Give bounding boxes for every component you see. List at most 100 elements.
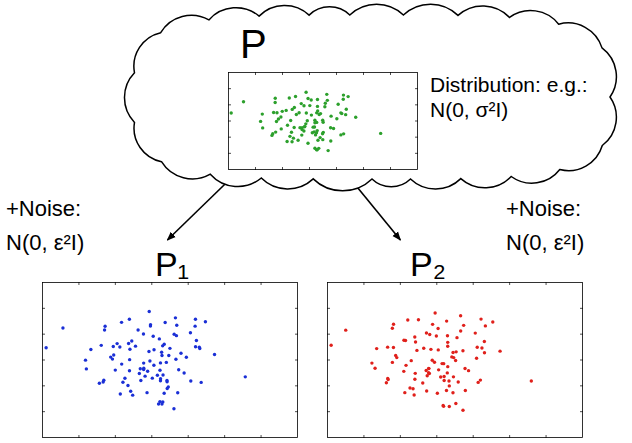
sample-point xyxy=(442,379,445,382)
sample-point xyxy=(491,320,494,323)
sample-point xyxy=(452,375,455,378)
sample-point xyxy=(421,381,424,384)
sample-point xyxy=(385,381,388,384)
sample-point xyxy=(129,390,132,393)
sample-point xyxy=(437,348,440,351)
sample-point xyxy=(185,356,188,359)
sample-point xyxy=(310,113,313,116)
sample-point xyxy=(98,382,101,385)
sample-point xyxy=(189,331,192,334)
sample-point xyxy=(273,101,276,104)
sample-point xyxy=(446,341,449,344)
sample-point xyxy=(309,98,312,101)
sample-point xyxy=(321,132,324,135)
sample-point xyxy=(274,130,277,133)
sample-point xyxy=(476,346,479,349)
sample-point xyxy=(321,138,324,141)
sample-point xyxy=(114,368,117,371)
sample-point xyxy=(142,361,145,364)
sample-point xyxy=(147,350,150,353)
sample-point xyxy=(425,331,428,334)
plot-ticks xyxy=(228,72,418,170)
sample-point xyxy=(230,111,233,114)
sample-point xyxy=(308,104,311,107)
scatter-plot xyxy=(327,282,583,438)
sample-point xyxy=(120,362,123,365)
sample-point xyxy=(410,359,413,362)
sample-point xyxy=(297,111,300,114)
sample-point xyxy=(403,391,406,394)
sample-point xyxy=(315,148,318,151)
sample-point xyxy=(160,354,163,357)
sample-point xyxy=(441,404,444,407)
sample-point xyxy=(128,369,131,372)
sample-point xyxy=(464,389,467,392)
sample-point xyxy=(346,95,349,98)
sample-point xyxy=(373,367,376,370)
sample-point xyxy=(479,317,482,320)
distribution-cloud: PDistribution: e.g.: N(0, σ²I) xyxy=(112,0,632,194)
sample-point xyxy=(128,358,131,361)
sample-point xyxy=(242,100,245,103)
sample-point xyxy=(332,127,335,130)
sample-point xyxy=(417,318,420,321)
sample-point xyxy=(344,328,347,331)
plot-ticks xyxy=(327,282,583,438)
sample-point xyxy=(448,405,451,408)
sample-point xyxy=(159,361,162,364)
sample-point xyxy=(136,328,139,331)
sample-point xyxy=(435,334,438,337)
sample-point xyxy=(467,369,470,372)
sample-point xyxy=(484,324,487,327)
sample-point xyxy=(442,375,445,378)
sample-point xyxy=(454,402,457,405)
sample-point xyxy=(103,328,106,331)
sample-point xyxy=(386,377,389,380)
sample-point xyxy=(179,351,182,354)
sample-point xyxy=(261,112,264,115)
sample-point xyxy=(44,346,47,349)
sample-point xyxy=(89,348,92,351)
sample-point xyxy=(316,105,319,108)
sample-point xyxy=(163,321,166,324)
sample-point xyxy=(121,380,124,383)
sample-point xyxy=(120,321,123,324)
sample-point xyxy=(433,361,436,364)
sample-point xyxy=(290,131,293,134)
scatter-plot xyxy=(42,282,298,438)
sample-point xyxy=(406,318,409,321)
sample-point xyxy=(149,324,152,327)
sample-point xyxy=(142,367,145,370)
sample-point xyxy=(286,124,289,127)
sample-point xyxy=(426,374,429,377)
sample-point xyxy=(289,119,292,122)
sample-point xyxy=(145,391,148,394)
sample-point xyxy=(414,340,417,343)
sample-point xyxy=(451,391,454,394)
sample-point xyxy=(394,354,397,357)
sample-point xyxy=(160,351,163,354)
sample-point xyxy=(126,384,129,387)
sample-point xyxy=(433,311,436,314)
sample-point xyxy=(161,373,164,376)
sample-point xyxy=(446,345,449,348)
sample-point xyxy=(370,361,373,364)
sample-point xyxy=(292,136,295,139)
sample-point xyxy=(530,379,533,382)
sample-point xyxy=(175,324,178,327)
sample-point xyxy=(163,343,166,346)
sample-point xyxy=(182,371,185,374)
sample-point xyxy=(442,405,445,408)
sample-point xyxy=(152,348,155,351)
sample-point xyxy=(445,319,448,322)
sample-point xyxy=(455,336,458,339)
sample-point xyxy=(274,97,277,100)
sample-point xyxy=(379,132,382,135)
sample-point xyxy=(165,380,168,383)
sample-point xyxy=(429,348,432,351)
sample-point xyxy=(195,339,198,342)
sample-point xyxy=(315,121,318,124)
sample-point xyxy=(313,125,316,128)
sample-point xyxy=(311,131,314,134)
